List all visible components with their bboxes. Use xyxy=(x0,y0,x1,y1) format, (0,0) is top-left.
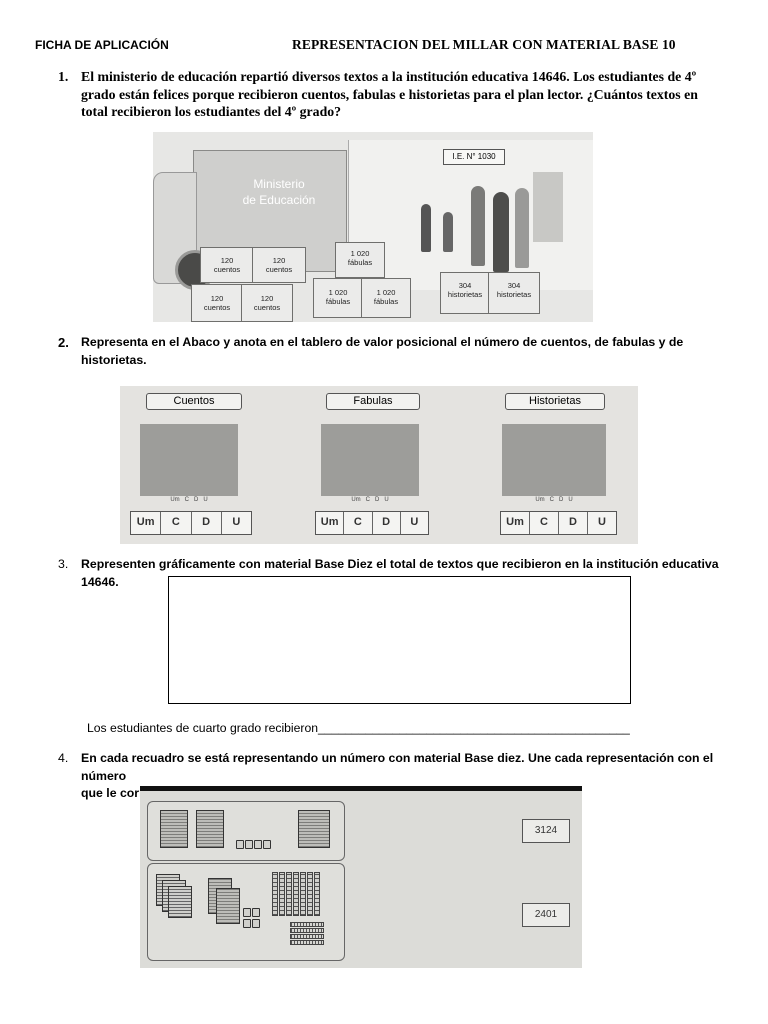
pv-um: Um xyxy=(131,512,162,534)
ten-rod xyxy=(290,934,324,939)
abacus-label-historietas: Historietas xyxy=(505,393,605,410)
pv-d: D xyxy=(559,512,588,534)
place-value-board: Um C D U xyxy=(130,511,252,535)
abacus-label-fabulas: Fabulas xyxy=(326,393,420,410)
worksheet-title: REPRESENTACION DEL MILLAR CON MATERIAL B… xyxy=(292,37,676,52)
pv-um: Um xyxy=(501,512,530,534)
q4-number: 4. xyxy=(58,751,69,765)
unit-cube xyxy=(252,919,260,928)
pv-u: U xyxy=(400,512,428,534)
abacus-base: Um C D U xyxy=(535,497,573,503)
abacus-base: Um C D U xyxy=(170,497,208,503)
place-value-board: Um C D U xyxy=(500,511,617,535)
ten-rod xyxy=(307,872,313,916)
abacus-label-cuentos: Cuentos xyxy=(146,393,242,410)
teacher-figure xyxy=(471,186,485,266)
abacus-illustration: Cuentos Um C D U Um C D U Fabulas Um C D… xyxy=(120,386,638,544)
pv-um: Um xyxy=(316,512,345,534)
number-option-2401[interactable]: 2401 xyxy=(522,903,570,927)
ten-rod xyxy=(300,872,306,916)
q3-text: Representen gráficamente con material Ba… xyxy=(81,557,719,589)
pv-c: C xyxy=(530,512,559,534)
thousand-cube xyxy=(216,888,240,924)
number-option-3124[interactable]: 3124 xyxy=(522,819,570,843)
teacher-figure xyxy=(515,188,529,268)
abacus-base: Um C D U xyxy=(351,497,389,503)
q3-answer-box[interactable] xyxy=(168,576,631,704)
unit-cube xyxy=(243,908,251,917)
q1-number: 1. xyxy=(58,69,69,84)
place-value-board: Um C D U xyxy=(315,511,429,535)
hundred-flat xyxy=(168,886,192,918)
ten-rod xyxy=(314,872,320,916)
q3-number: 3. xyxy=(58,557,69,571)
worksheet-type: FICHA DE APLICACIÓN xyxy=(35,38,169,52)
q1-text: El ministerio de educación repartió dive… xyxy=(81,69,698,119)
thousand-cube xyxy=(298,810,330,848)
pv-c: C xyxy=(344,512,373,534)
ten-rod xyxy=(279,872,285,916)
ten-rod xyxy=(290,928,324,933)
unit-cube xyxy=(263,840,271,849)
q1-illustration: Ministerio de Educación I.E. N° 1030 120… xyxy=(153,132,593,322)
pv-d: D xyxy=(191,512,222,534)
student-figure xyxy=(443,212,453,252)
pv-u: U xyxy=(221,512,251,534)
unit-cube xyxy=(243,919,251,928)
q3-answer-sentence: Los estudiantes de cuarto grado recibier… xyxy=(87,721,630,735)
truck-label: Ministerio de Educación xyxy=(242,177,316,207)
abacus-rods xyxy=(321,424,419,496)
student-figure xyxy=(421,204,431,252)
teacher-figure xyxy=(493,192,509,272)
pv-d: D xyxy=(372,512,401,534)
pv-u: U xyxy=(588,512,616,534)
q2-text: Representa en el Abaco y anota en el tab… xyxy=(81,335,684,367)
ten-rod xyxy=(272,872,278,916)
base-ten-panel-1[interactable] xyxy=(147,801,345,861)
thousand-cube xyxy=(196,810,224,848)
unit-cube xyxy=(254,840,262,849)
ten-rod xyxy=(293,872,299,916)
ten-rod xyxy=(290,940,324,945)
abacus-rods xyxy=(502,424,606,496)
q2-number: 2. xyxy=(58,335,69,350)
abacus-rods xyxy=(140,424,238,496)
unit-cube xyxy=(245,840,253,849)
thousand-cube xyxy=(160,810,188,848)
base-ten-panel-2[interactable] xyxy=(147,863,345,961)
ten-rod xyxy=(286,872,292,916)
unit-cube xyxy=(252,908,260,917)
pv-c: C xyxy=(161,512,192,534)
unit-cube xyxy=(236,840,244,849)
base-ten-illustration: 3124 2401 xyxy=(140,786,582,968)
school-sign: I.E. N° 1030 xyxy=(443,149,505,165)
ten-rod xyxy=(290,922,324,927)
school-door xyxy=(533,172,563,242)
